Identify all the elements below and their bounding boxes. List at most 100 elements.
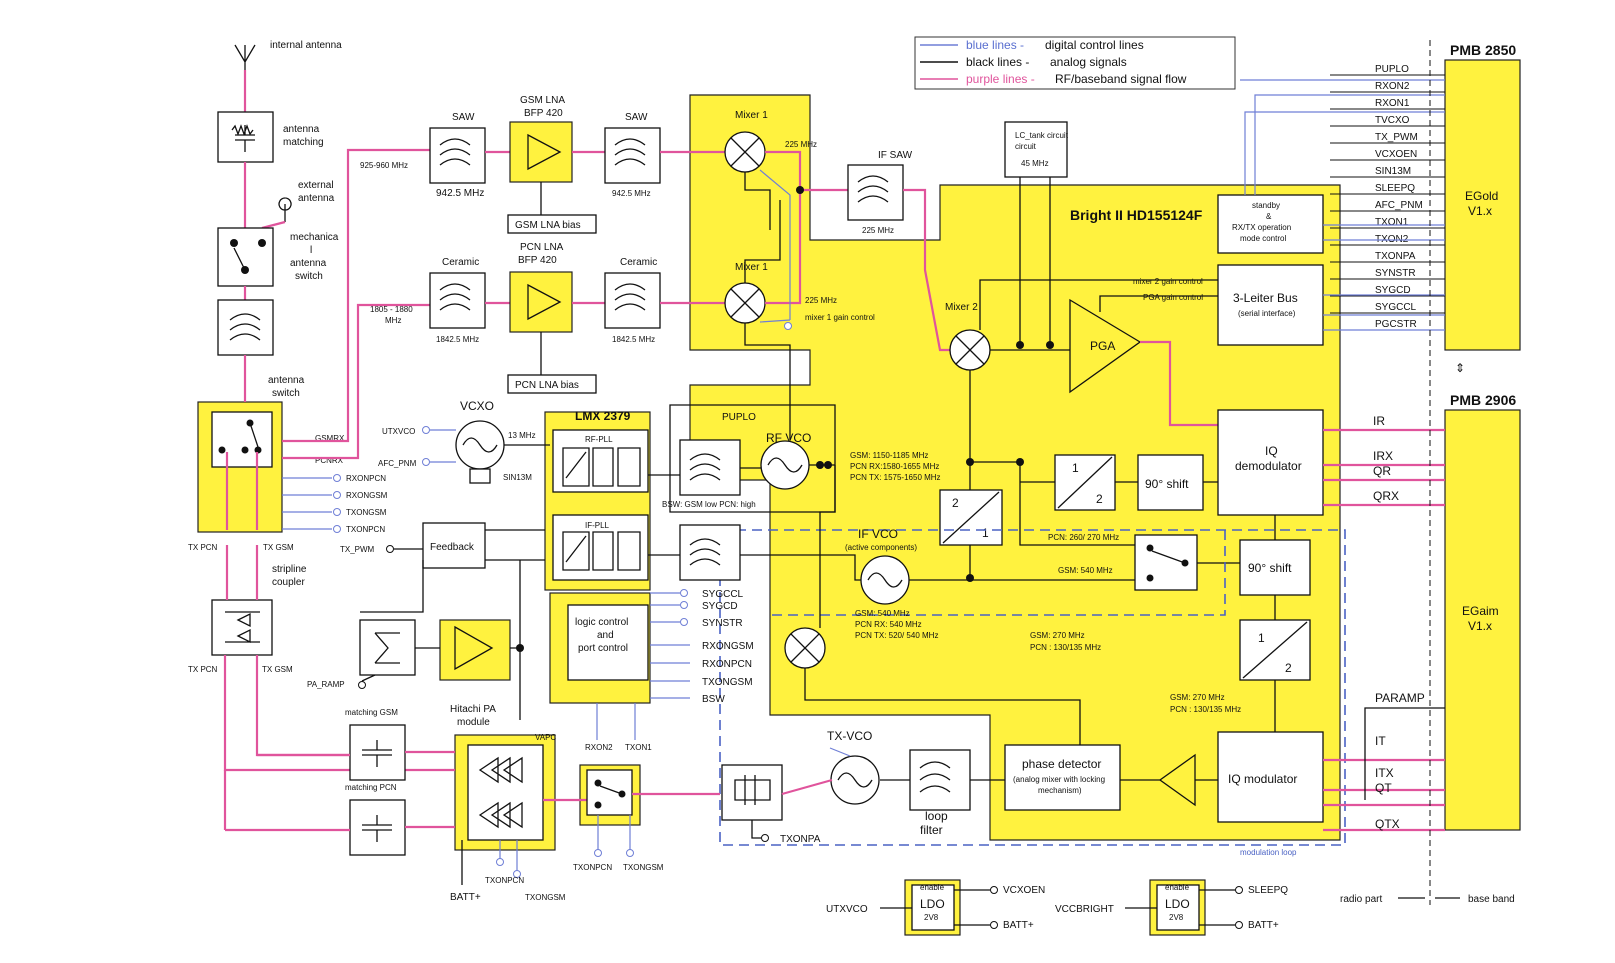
legend-purple-key: purple lines - — [966, 72, 1035, 86]
radio-part-label: radio part — [1340, 894, 1382, 905]
pmb2850-pin-tvcxo: TVCXO — [1375, 115, 1410, 126]
div2-den: 1 — [982, 526, 989, 540]
div3-den: 2 — [1285, 661, 1292, 675]
gsm-saw2-filter — [604, 127, 661, 184]
ldo1-voltage: 2V8 — [924, 913, 939, 922]
ldo2-label: LDO — [1165, 897, 1190, 911]
mixer1a-if-freq: 225 MHz — [785, 140, 817, 149]
pcn-lna-bias-box — [507, 374, 597, 394]
shift1-box — [1137, 454, 1204, 511]
lc-tank-box — [1004, 121, 1068, 178]
egaim-chip — [1444, 409, 1521, 831]
match-pcn-label: matching PCN — [345, 783, 397, 792]
if-saw-filter — [847, 164, 904, 221]
gsm-saw1-filter — [429, 127, 486, 184]
pin-qrx: QRX — [1373, 489, 1399, 503]
pcn-cer2-freq: 1842.5 MHz — [612, 335, 655, 344]
iq-demod-box — [1217, 409, 1324, 516]
egold-chip — [1444, 59, 1521, 351]
sleepq-label: SLEEPQ — [1248, 885, 1288, 896]
if-pcnrx-freq: PCN RX: 540 MHz — [855, 620, 922, 629]
switch-pins: GSMRX PCNRX RXONPCN RXONGSM TXONGSM TXON… — [188, 434, 388, 552]
ldo1-batt-label: BATT+ — [1003, 920, 1034, 931]
gsm-saw2-freq: 942.5 MHz — [612, 189, 651, 198]
div2-num: 2 — [952, 496, 959, 510]
lmx-label: LMX 2379 — [575, 409, 631, 423]
pcn-130-label: PCN : 130/135 MHz — [1030, 643, 1101, 652]
ldo2-box — [1156, 884, 1200, 931]
modulation-loop-border — [719, 529, 1346, 846]
legend-purple-desc: RF/baseband signal flow — [1055, 72, 1187, 86]
lmx-pin-txongsm: TXONGSM — [702, 677, 753, 688]
mixer1a-label: Mixer 1 — [735, 110, 768, 121]
tx-vco-label: TX-VCO — [827, 729, 872, 743]
feedback-box — [422, 522, 486, 569]
legend: blue lines - digital control lines black… — [914, 36, 1236, 90]
txongsm-label: TXONGSM — [525, 893, 566, 902]
pa-chevrons — [478, 756, 523, 829]
mixer1b-if-freq: 225 MHz — [805, 296, 837, 305]
gsm-lna-block — [509, 121, 573, 183]
gsm-lna-bias-label: GSM LNA bias — [515, 220, 581, 231]
pin-qtx: QTX — [1375, 817, 1400, 831]
match-pcn-box — [349, 799, 406, 856]
if-pll-label: IF-PLL — [585, 521, 610, 530]
serial-bus-box — [1217, 264, 1324, 346]
pmb2906-title: PMB 2906 — [1450, 392, 1516, 408]
standby-box — [1217, 194, 1324, 254]
phase-detector-box — [1004, 744, 1121, 811]
pga-triangle — [1069, 298, 1142, 394]
footer: radio part base band — [1340, 894, 1515, 905]
rf-loop-filter — [679, 439, 741, 496]
logic-control-box — [567, 604, 649, 681]
rf-pll-box — [552, 429, 649, 493]
antenna-icon — [234, 44, 256, 70]
ldo1-label: LDO — [920, 897, 945, 911]
sw-pin-rxonpcn: RXONPCN — [346, 474, 386, 483]
vcxoen-label: VCXOEN — [1003, 885, 1045, 896]
pmb2850-title: PMB 2850 — [1450, 42, 1516, 58]
bus-label: 3-Leiter Bus — [1233, 291, 1298, 305]
pmb2850-pin-rxon1: RXON1 — [1375, 98, 1410, 109]
lmx-pin-rxongsm: RXONGSM — [702, 641, 754, 652]
loop-filter-box — [909, 749, 971, 811]
if-pll-box — [552, 514, 649, 581]
sin13m-label: SIN13M — [503, 473, 532, 482]
gsm-freq-label: GSM: 540 MHz — [1058, 566, 1113, 575]
txonpa-label: TXONPA — [780, 834, 821, 845]
pcnrx-label: PCNRX — [315, 456, 344, 465]
utxvco-label: UTXVCO — [382, 427, 415, 436]
lmx-pin-bsw: BSW — [702, 694, 725, 705]
pcn-cer2-title: Ceramic — [620, 257, 657, 268]
pga-label: PGA — [1090, 339, 1115, 353]
antenna-matching-box — [217, 111, 274, 163]
ldo2-enable: enable — [1165, 883, 1190, 892]
pcn-cer1-filter — [429, 272, 486, 329]
shift2-box — [1239, 539, 1311, 596]
div3-num: 1 — [1258, 631, 1265, 645]
txongsm2-label: TXONGSM — [623, 863, 664, 872]
pcn-cer2-filter — [604, 272, 661, 329]
txonpcn2-label: TXONPCN — [573, 863, 612, 872]
sw-txpcn-label: TX PCN — [188, 543, 218, 552]
div-num: 1 — [1072, 461, 1079, 475]
if-gsm-freq: GSM: 540 MHz — [855, 609, 910, 618]
pcn-cer1-title: Ceramic — [442, 257, 479, 268]
ldo1-enable: enable — [920, 883, 945, 892]
gsmrx-label: GSMRX — [315, 434, 345, 443]
coupler-txpcn: TX PCN — [188, 665, 218, 674]
mixer2-label: Mixer 2 — [945, 302, 978, 313]
pin-it: IT — [1375, 734, 1386, 748]
tx-pwm-label: TX_PWM — [340, 545, 375, 554]
mixer1b-label: Mixer 1 — [735, 262, 768, 273]
